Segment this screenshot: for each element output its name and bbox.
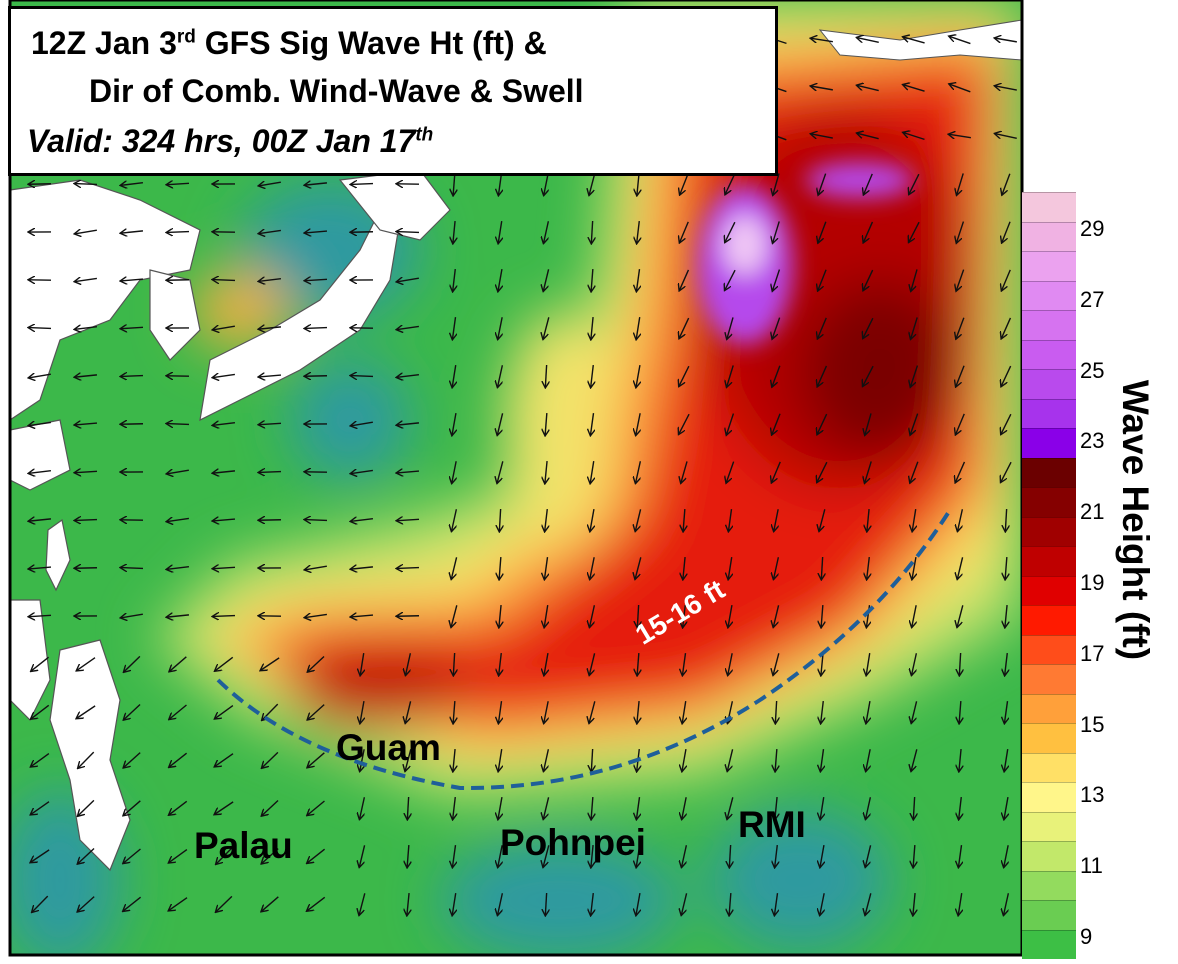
wave-height-colorbar [1022, 192, 1078, 959]
direction-arrow [75, 184, 97, 185]
title-line-2: Dir of Comb. Wind-Wave & Swell [89, 73, 584, 110]
colorbar-segment [1022, 871, 1076, 901]
colorbar-segment [1022, 428, 1076, 458]
direction-arrow [351, 376, 373, 377]
title-line-3: Valid: 324 hrs, 00Z Jan 17th [27, 123, 433, 160]
colorbar-segment [1022, 930, 1076, 960]
colorbar-segment [1022, 310, 1076, 340]
colorbar-segment [1022, 841, 1076, 871]
colorbar-segment [1022, 900, 1076, 930]
colorbar-segment [1022, 723, 1076, 753]
direction-arrow [305, 376, 327, 377]
direction-arrow [397, 616, 419, 617]
direction-arrow [167, 232, 189, 233]
colorbar-tick-label: 13 [1080, 782, 1104, 808]
direction-arrow [29, 328, 51, 329]
direction-arrow [167, 280, 189, 281]
label-pohnpei: Pohnpei [500, 822, 646, 864]
colorbar-segment [1022, 664, 1076, 694]
colorbar-segment [1022, 222, 1076, 252]
direction-arrow [351, 232, 373, 233]
colorbar-segment [1022, 369, 1076, 399]
direction-arrow [121, 376, 143, 377]
label-palau: Palau [194, 825, 293, 867]
direction-arrow [305, 520, 327, 521]
direction-arrow [121, 424, 143, 425]
colorbar-segment [1022, 399, 1076, 429]
direction-arrow [259, 472, 281, 473]
colorbar-segment [1022, 812, 1076, 842]
colorbar-segment [1022, 635, 1076, 665]
colorbar-segment [1022, 782, 1076, 812]
colorbar-segment [1022, 281, 1076, 311]
direction-arrow [29, 184, 51, 185]
direction-arrow [213, 616, 235, 617]
direction-arrow [305, 328, 327, 329]
direction-arrow [213, 280, 235, 281]
colorbar-segment [1022, 340, 1076, 370]
direction-arrow [397, 232, 419, 233]
direction-arrow [397, 568, 419, 569]
colorbar-tick-label: 29 [1080, 216, 1104, 242]
colorbar-segment [1022, 694, 1076, 724]
colorbar-segment [1022, 458, 1076, 488]
colorbar-segment [1022, 251, 1076, 281]
colorbar-tick-label: 9 [1080, 924, 1092, 950]
colorbar-tick-label: 27 [1080, 287, 1104, 313]
direction-arrow [259, 520, 281, 521]
colorbar-segment [1022, 753, 1076, 783]
direction-arrow [121, 568, 143, 569]
colorbar-segment [1022, 576, 1076, 606]
map-title-box: 12Z Jan 3rd GFS Sig Wave Ht (ft) & Dir o… [8, 6, 778, 176]
direction-arrow [75, 568, 97, 569]
colorbar-segment [1022, 546, 1076, 576]
colorbar-title: Wave Height (ft) [1090, 310, 1178, 730]
colorbar-segment [1022, 605, 1076, 635]
title-line-1: 12Z Jan 3rd GFS Sig Wave Ht (ft) & [31, 25, 547, 62]
direction-arrow [351, 184, 373, 185]
direction-arrow [75, 520, 97, 521]
colorbar-segment [1022, 517, 1076, 547]
colorbar-tick-label: 11 [1080, 853, 1103, 879]
label-guam: Guam [336, 727, 441, 769]
label-rmi: RMI [738, 804, 806, 846]
colorbar-segment [1022, 192, 1076, 222]
colorbar-segment [1022, 487, 1076, 517]
direction-arrow [167, 424, 189, 425]
